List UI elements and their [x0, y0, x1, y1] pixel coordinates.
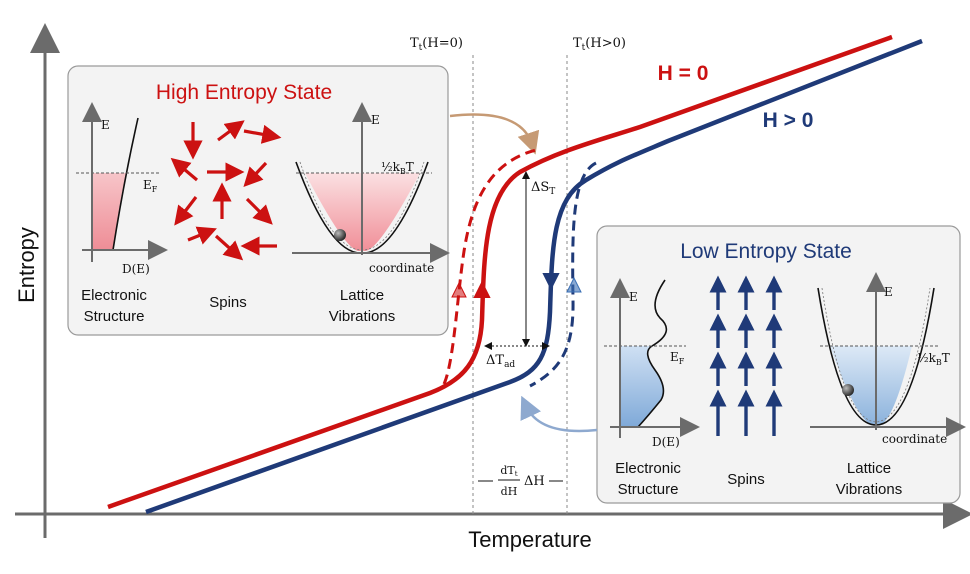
hpos-down-arrowhead	[542, 273, 560, 291]
high-lattice-e-label: E	[371, 113, 380, 127]
hpos-curve	[145, 38, 923, 515]
low-spins-aligned	[709, 275, 783, 436]
high-structure-label: Structure	[84, 308, 145, 325]
low-structure-label: Structure	[618, 481, 679, 498]
dtdh-denominator: dH	[501, 485, 518, 498]
high-electronic-structure-plot: E EF D(E)	[76, 102, 168, 276]
dtdh-numerator: dTt	[500, 464, 517, 478]
h0-curve	[107, 34, 893, 510]
to-low-state-arrow	[520, 395, 598, 433]
high-spins-label: Spins	[209, 294, 247, 311]
low-lattice-plot: E ½kBT coordinate	[810, 272, 966, 446]
tt-h0-label: Tt(H=0)	[410, 36, 463, 53]
high-lattice-plot: E ½kBT coordinate	[292, 102, 450, 275]
high-lattice-label: Lattice	[340, 287, 384, 304]
y-axis-label: Entropy	[14, 227, 39, 303]
hpos-label: H > 0	[763, 109, 814, 132]
high-electronic-label: Electronic	[81, 287, 147, 304]
low-de-axis-label: D(E)	[652, 435, 680, 449]
high-spins-random	[170, 120, 282, 261]
hpos-heating-dashed	[529, 161, 597, 388]
low-kbt-label: ½kBT	[917, 351, 950, 367]
high-entropy-title: High Entropy State	[156, 81, 332, 104]
low-ef-label: EF	[670, 350, 685, 366]
tt-hpos-label: Tt(H>0)	[573, 36, 626, 53]
low-electronic-structure-plot: E EF D(E)	[604, 278, 700, 449]
high-e-axis-label: E	[101, 118, 110, 132]
high-vibrations-label: Vibrations	[329, 308, 395, 325]
delta-t-label: ΔTad	[486, 353, 515, 370]
low-vibrations-label: Vibrations	[836, 481, 902, 498]
low-coordinate-label: coordinate	[882, 432, 947, 446]
low-entropy-title: Low Entropy State	[680, 240, 852, 263]
x-axis-label: Temperature	[468, 527, 592, 552]
high-entropy-panel: High Entropy State E EF D(E)	[67, 65, 450, 336]
low-entropy-panel: Low Entropy State E EF D(E)	[596, 225, 966, 504]
low-spins-label: Spins	[727, 471, 765, 488]
high-ef-label: EF	[143, 178, 158, 194]
low-lattice-e-label: E	[884, 285, 893, 299]
delta-s-label: ΔST	[531, 180, 555, 197]
low-e-axis-label: E	[629, 290, 638, 304]
dtdh-delta-h: ΔH	[524, 474, 545, 489]
h0-up-arrowhead	[473, 280, 491, 298]
high-de-axis-label: D(E)	[122, 262, 150, 276]
low-lattice-label: Lattice	[847, 460, 891, 477]
high-coordinate-label: coordinate	[369, 261, 434, 275]
high-kbt-label: ½kBT	[381, 160, 414, 176]
h0-cooling-dashed	[442, 148, 537, 385]
hpos-up-arrowhead	[566, 276, 582, 293]
h0-label: H = 0	[658, 62, 709, 85]
low-electronic-label: Electronic	[615, 460, 681, 477]
to-high-state-arrow	[449, 113, 540, 155]
h0-down-arrowhead	[451, 281, 467, 298]
